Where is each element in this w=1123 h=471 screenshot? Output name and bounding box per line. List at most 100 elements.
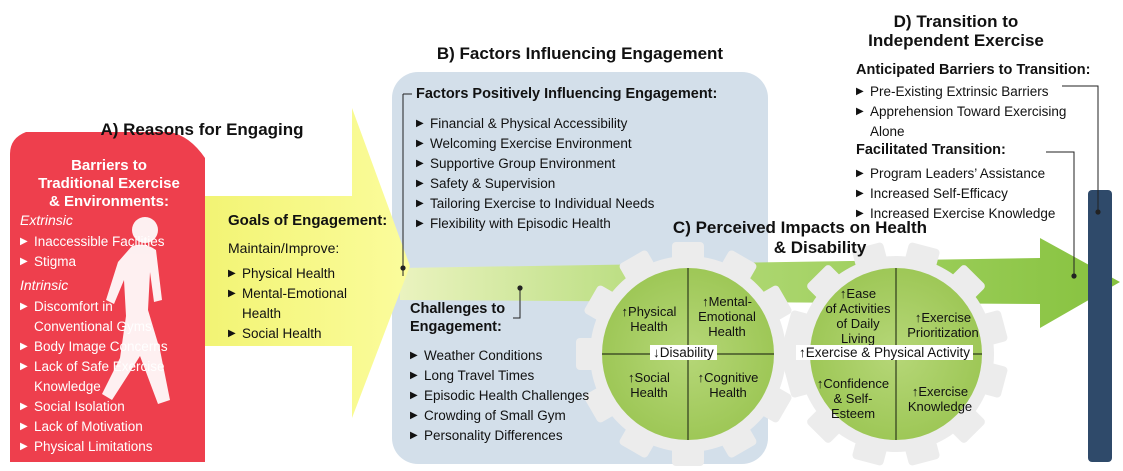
bullet-icon: ▶ [20,401,28,412]
list-item: ▶Personality Differences [410,426,589,446]
bullet-icon: ▶ [856,86,864,97]
bullet-icon: ▶ [416,118,424,129]
list-item: ▶Increased Exercise Knowledge [856,204,1055,224]
connector-lines [402,85,1099,319]
list-item: ▶Episodic Health Challenges [410,386,589,406]
gear1-disability-label: ↓Disability [650,345,717,360]
list-item: Alone [870,124,905,139]
bullet-icon: ▶ [228,288,236,299]
list-item: ▶Apprehension Toward Exercising [856,102,1066,122]
connector-dots [400,209,1101,291]
bullet-icon: ▶ [20,421,28,432]
list-item: ▶Program Leaders’ Assistance [856,164,1055,184]
bullet-icon: ▶ [410,390,418,401]
bullet-icon: ▶ [856,188,864,199]
bullet-icon: ▶ [20,256,28,267]
bullet-icon: ▶ [410,410,418,421]
list-item: ▶Discomfort in [20,297,168,317]
barriers-title: Barriers to Traditional Exercise & Envir… [14,157,204,211]
facilitated-transition-title: Facilitated Transition: [856,142,1006,158]
barriers-title-line: Traditional Exercise [38,175,180,192]
challenges-title-line: Challenges to [410,301,506,317]
bullet-icon: ▶ [228,268,236,279]
bullet-icon: ▶ [416,178,424,189]
bullet-icon: ▶ [856,168,864,179]
bullet-icon: ▶ [410,370,418,381]
section-d-title-line: D) Transition to [893,12,1019,31]
bullet-icon: ▶ [416,218,424,229]
bullet-icon: ▶ [20,441,28,452]
section-c-title-line: & Disability [773,238,867,257]
bullet-icon: ▶ [856,208,864,219]
bullet-icon: ▶ [20,341,28,352]
facilitated-transition-list: ▶Program Leaders’ Assistance ▶Increased … [856,164,1055,224]
walking-person-icon [102,217,170,404]
intrinsic-label: Intrinsic [20,277,69,293]
list-item: ▶Physical Health [228,264,347,284]
bullet-icon: ▶ [410,350,418,361]
challenges-list: ▶Weather Conditions ▶Long Travel Times ▶… [410,346,589,446]
list-item: ▶Stigma [20,252,165,272]
positive-factors-title: Factors Positively Influencing Engagemen… [416,86,718,102]
list-item: ▶Increased Self-Efficacy [856,184,1055,204]
list-item: ▶Physical Limitations [20,437,168,457]
barriers-title-line: Barriers to [71,157,147,174]
list-item: ▶Lack of Motivation [20,417,168,437]
goals-arrow [205,108,410,418]
list-item: ▶Flexibility with Episodic Health [416,214,654,234]
positive-factors-list: ▶Financial & Physical Accessibility ▶Wel… [416,114,654,234]
list-item: ▶Welcoming Exercise Environment [416,134,654,154]
intrinsic-list: ▶Discomfort in Conventional Gyms ▶Body I… [20,297,168,457]
list-item: ▶Supportive Group Environment [416,154,654,174]
finish-pole [1088,190,1112,462]
list-item: ▶Social Health [228,324,347,344]
bullet-icon: ▶ [416,198,424,209]
challenges-title-line: Engagement: [410,319,502,335]
list-item: ▶Long Travel Times [410,366,589,386]
bullet-icon: ▶ [20,361,28,372]
list-item: Knowledge [34,379,101,394]
list-item: ▶Crowding of Small Gym [410,406,589,426]
list-item: Health [242,306,282,321]
list-item: ▶Financial & Physical Accessibility [416,114,654,134]
section-a-title: A) Reasons for Engaging [100,120,304,139]
extrinsic-list: ▶Inaccessible Facilities ▶Stigma [20,232,165,272]
list-item: ▶Body Image Concerns [20,337,168,357]
list-item: ▶Pre-Existing Extrinsic Barriers [856,82,1066,102]
list-item: Conventional Gyms [34,319,152,334]
bullet-icon: ▶ [416,138,424,149]
gear2-confidence-self-esteem: ↑Confidence& Self-Esteem [816,376,890,421]
bullet-icon: ▶ [856,106,864,117]
list-item: ▶Mental-Emotional [228,284,347,304]
section-d-title: D) Transition to Independent Exercise [846,12,1066,50]
list-item: ▶Weather Conditions [410,346,589,366]
bullet-icon: ▶ [228,328,236,339]
barriers-title-line: & Environments: [48,193,169,210]
transition-arrow [400,238,1120,328]
bullet-icon: ▶ [416,158,424,169]
bullet-icon: ▶ [410,430,418,441]
bullet-icon: ▶ [20,236,28,247]
goals-list: ▶Physical Health ▶Mental-Emotional Healt… [228,264,347,344]
bullet-icon: ▶ [20,301,28,312]
list-item: ▶Tailoring Exercise to Individual Needs [416,194,654,214]
section-c-title-line: C) Perceived Impacts on Health [672,218,928,237]
list-item: ▶Safety & Supervision [416,174,654,194]
anticipated-barriers-list: ▶Pre-Existing Extrinsic Barriers ▶Appreh… [856,82,1066,142]
goals-subtitle: Maintain/Improve: [228,240,340,256]
list-item: ▶Social Isolation [20,397,168,417]
challenges-title: Challenges to Engagement: [410,300,505,336]
section-d-title-line: Independent Exercise [868,31,1044,50]
anticipated-barriers-title: Anticipated Barriers to Transition: [856,62,1091,78]
list-item: ▶Inaccessible Facilities [20,232,165,252]
list-item: ▶Lack of Safe Exercise [20,357,168,377]
goals-title: Goals of Engagement: [228,212,388,229]
